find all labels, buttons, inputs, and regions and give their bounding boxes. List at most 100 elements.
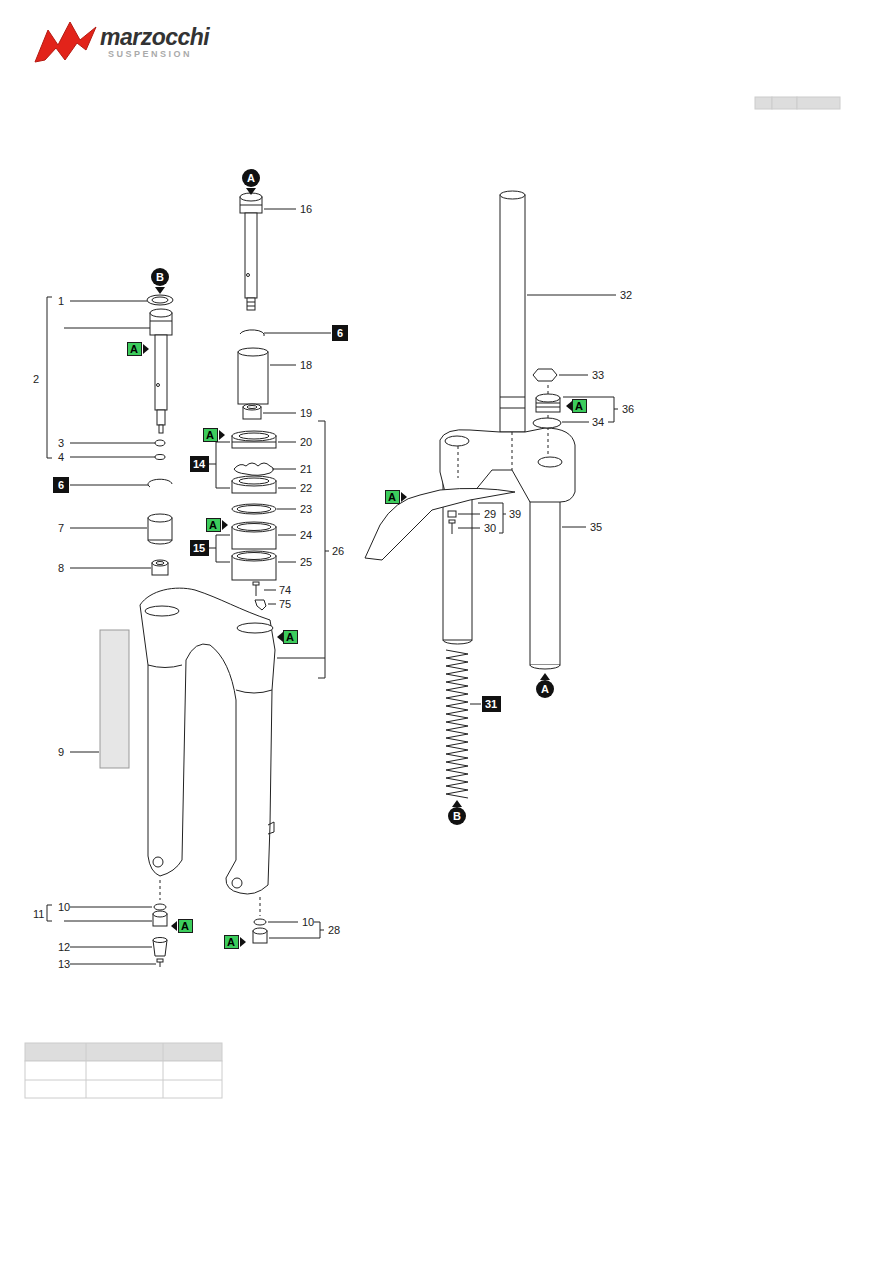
marker-letter: A xyxy=(209,520,217,531)
pointer-arrow xyxy=(246,188,256,195)
spring-shaft xyxy=(232,504,276,514)
pointer-arrow xyxy=(219,430,225,440)
top-cap xyxy=(533,369,561,428)
lower-legs xyxy=(145,606,179,616)
callout-number: 3 xyxy=(58,437,64,449)
damper-rod xyxy=(157,410,165,425)
lower-legs xyxy=(140,588,275,894)
callout-number: 26 xyxy=(332,545,344,557)
leader-line xyxy=(47,297,52,298)
leader-line xyxy=(264,590,276,591)
damper-rod xyxy=(147,295,173,575)
leader-line xyxy=(70,947,152,948)
leader-line xyxy=(559,375,588,376)
leader-line xyxy=(208,548,216,549)
callout-number: 8 xyxy=(58,562,64,574)
header-cells xyxy=(755,97,840,109)
marker-letter: A xyxy=(388,492,396,503)
axle-nuts xyxy=(153,938,167,943)
callout-number: 33 xyxy=(592,369,604,381)
marker-letter: A xyxy=(181,921,189,932)
upper-tubes xyxy=(530,480,560,665)
leader-line xyxy=(70,301,147,302)
lube-marker: A xyxy=(206,518,221,532)
callout-number: 30 xyxy=(484,522,496,534)
leader-line xyxy=(277,658,325,659)
brand-tagline: SUSPENSION xyxy=(108,50,192,60)
damper-rod xyxy=(155,335,167,410)
leader-line xyxy=(47,921,52,922)
pointer-arrow xyxy=(171,921,177,931)
spring-shaft xyxy=(247,298,255,310)
leader-line xyxy=(562,422,589,423)
leader-line xyxy=(47,209,618,964)
guide-dash xyxy=(458,446,459,478)
spring-shaft xyxy=(247,306,255,307)
leader-line xyxy=(458,514,480,515)
leader-line xyxy=(47,905,48,921)
leader-line xyxy=(272,469,296,470)
brand-name: marzocchi xyxy=(100,25,209,50)
leader-line xyxy=(70,443,155,444)
guide-dash xyxy=(260,897,261,916)
marker-letter: A xyxy=(575,401,583,412)
leader-line xyxy=(269,938,320,939)
marker-letter: A xyxy=(227,937,235,948)
reference-circle: B xyxy=(448,807,466,825)
leader-line xyxy=(478,503,503,504)
pointer-arrow xyxy=(452,800,462,807)
callout-number: 7 xyxy=(58,522,64,534)
spring-shaft xyxy=(234,463,274,475)
header-cells xyxy=(755,97,772,109)
marker-letter: A xyxy=(286,632,294,643)
leader-line xyxy=(216,442,217,488)
upper-tubes xyxy=(530,665,560,669)
spring-shaft xyxy=(255,600,266,610)
coil-spring xyxy=(446,650,468,798)
leader-line xyxy=(268,604,276,605)
leader-line xyxy=(64,328,150,329)
axle-nuts xyxy=(157,959,163,962)
leader-line xyxy=(320,930,324,931)
axle-nuts xyxy=(153,911,167,917)
leader-line xyxy=(47,905,52,906)
leader-line xyxy=(499,533,503,534)
tool-marker: 6 xyxy=(332,325,348,341)
spring-shaft xyxy=(240,330,264,336)
callout-number: 13 xyxy=(58,958,70,970)
leader-line xyxy=(216,535,217,562)
lube-marker: A xyxy=(572,399,587,413)
leader-line xyxy=(503,503,504,533)
leader-line xyxy=(70,752,99,753)
top-cap xyxy=(536,394,560,402)
pointer-arrow xyxy=(240,937,246,947)
marker-letter: B xyxy=(156,272,164,283)
damper-rod xyxy=(148,479,172,487)
table-grid xyxy=(86,1043,87,1098)
upper-tubes xyxy=(443,640,472,644)
upper-tubes xyxy=(538,457,562,467)
lower-legs xyxy=(140,588,275,894)
upper-tubes xyxy=(500,195,525,432)
upper-tubes xyxy=(500,397,525,398)
spring-shaft xyxy=(237,506,271,513)
leader-line xyxy=(318,421,325,422)
leader-line xyxy=(614,409,618,410)
lower-legs xyxy=(237,623,273,633)
marker-letter: 6 xyxy=(58,480,64,491)
upper-tubes xyxy=(500,191,525,199)
marker-letter: A xyxy=(206,430,214,441)
callout-number: 19 xyxy=(300,407,312,419)
callout-number: 22 xyxy=(300,482,312,494)
leader-line xyxy=(264,209,296,210)
axle-nuts xyxy=(253,928,267,934)
damper-rod xyxy=(155,455,165,460)
callout-number: 74 xyxy=(279,584,291,596)
callout-number: 4 xyxy=(58,451,64,463)
tool-marker: 6 xyxy=(53,477,69,493)
leader-line xyxy=(70,964,156,965)
pointer-arrow xyxy=(222,520,228,530)
spring-shaft xyxy=(247,302,255,303)
